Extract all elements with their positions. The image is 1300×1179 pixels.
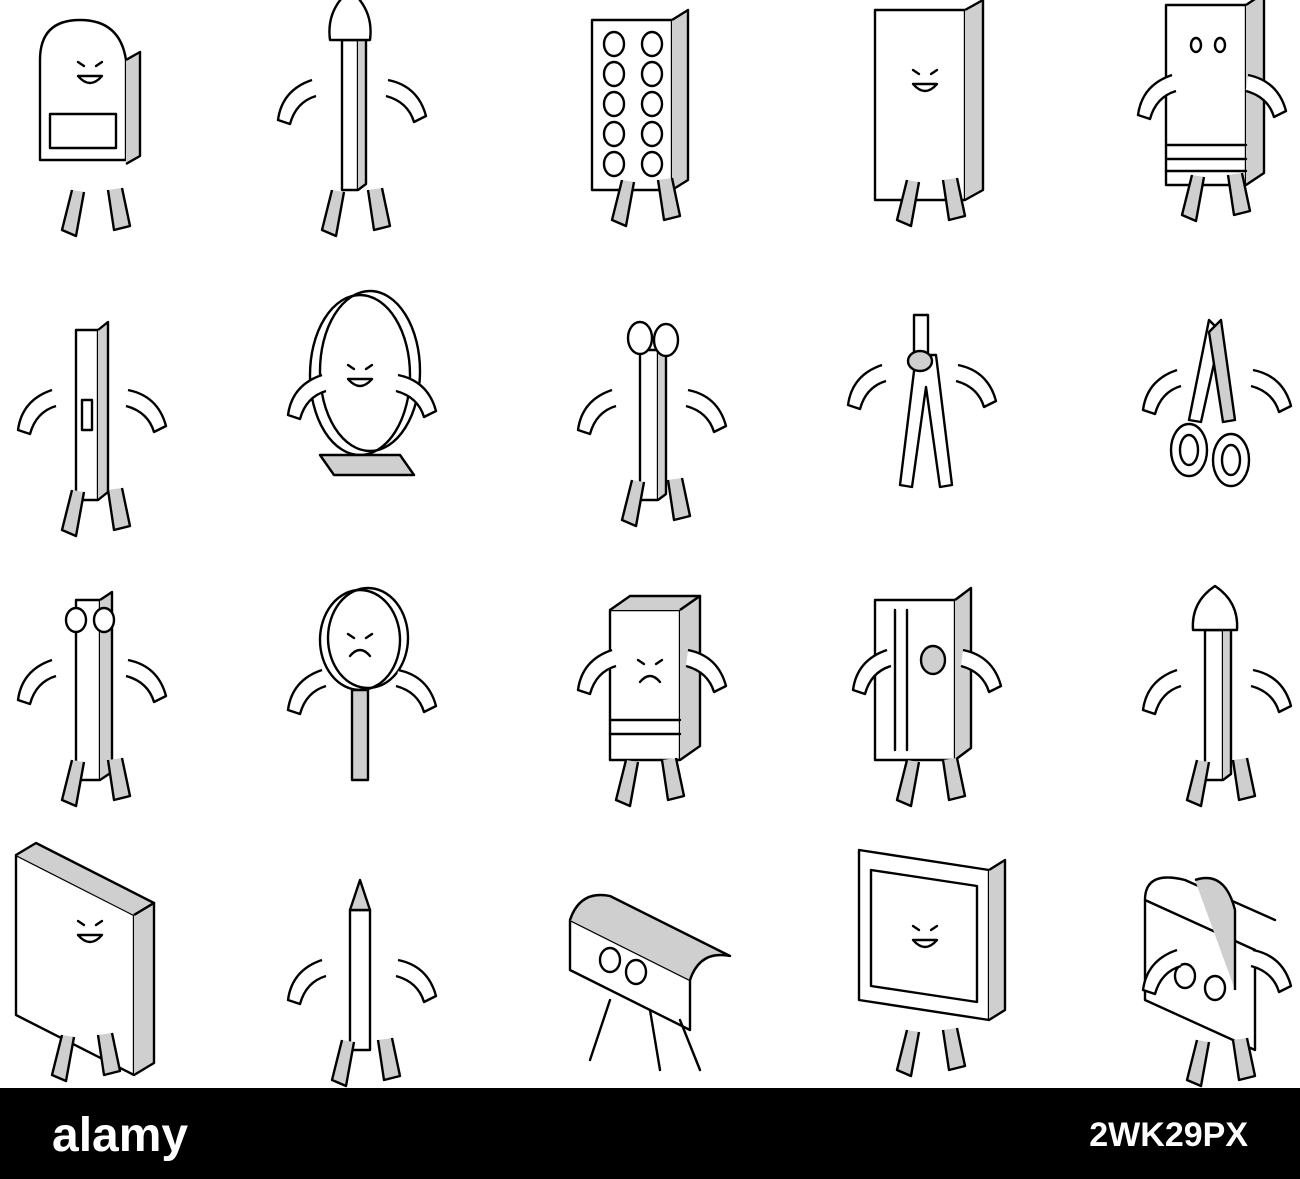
- sad-box-character-icon: [576, 594, 728, 808]
- mirror-character-icon: [286, 289, 438, 477]
- binder-clip-character-icon: [1141, 876, 1293, 1088]
- pencil-sharpener-character-icon: [851, 586, 1003, 808]
- book-character-icon: [1136, 0, 1288, 223]
- backpack-character-icon: [38, 18, 142, 238]
- pencil-character-icon: [286, 878, 438, 1088]
- magnifier-character-icon: [286, 586, 438, 782]
- notebook-character-icon: [873, 0, 985, 228]
- ruler-character-icon: [16, 590, 168, 808]
- scissors-character-icon: [1141, 318, 1293, 488]
- pencil-case-character-icon: [568, 893, 732, 1072]
- icon-set-illustration: [14, 0, 1293, 1088]
- brush-character-icon: [576, 320, 728, 528]
- pill-blister-character-icon: [590, 8, 690, 228]
- sticky-note-character-icon: [14, 841, 156, 1083]
- compass-character-icon: [846, 313, 998, 489]
- image-id-label: 2WK29PX: [1089, 1116, 1248, 1154]
- chalkboard-character-icon: [857, 848, 1007, 1078]
- paintbrush-character-icon: [276, 0, 428, 238]
- brush-bundle-character-icon: [1141, 584, 1293, 808]
- brand-logo: alamy: [52, 1109, 189, 1162]
- pen-character-icon: [16, 320, 168, 538]
- watermark-footer: alamy 2WK29PX: [0, 1088, 1300, 1179]
